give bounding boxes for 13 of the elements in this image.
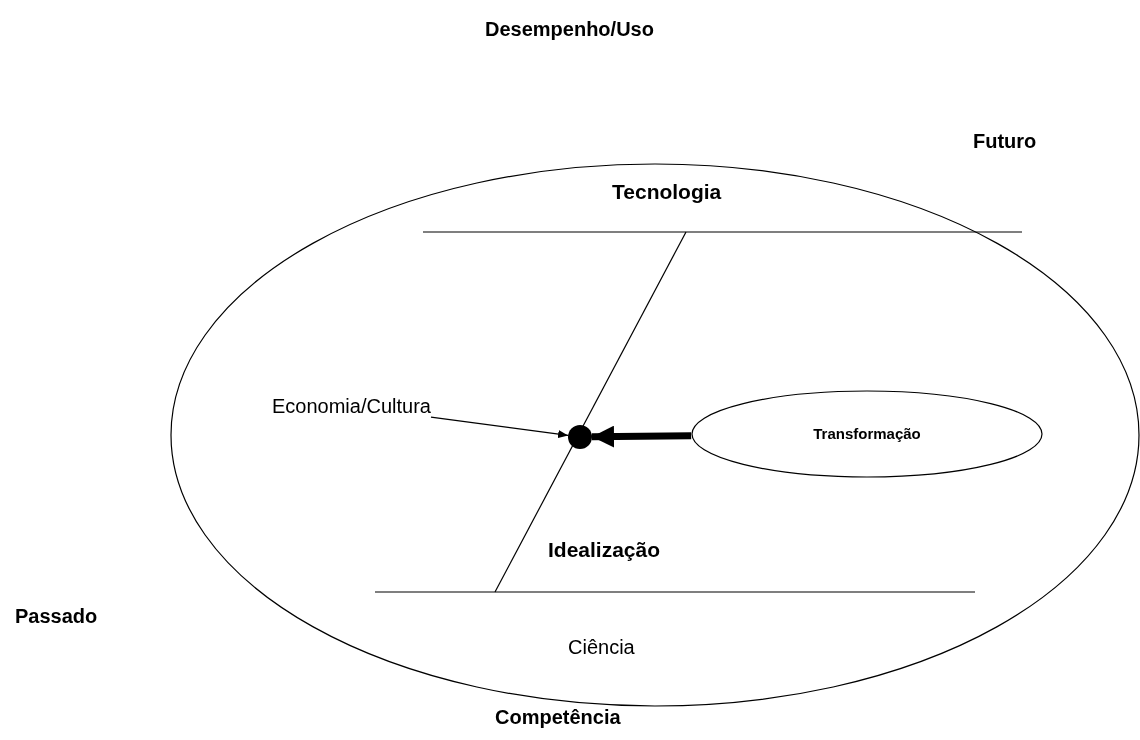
ellipse-label: Transformação — [813, 425, 921, 443]
text-label: Tecnologia — [612, 180, 722, 205]
text-label: Competência — [495, 706, 621, 729]
arrow — [430, 416, 569, 439]
text-label: Futuro — [973, 130, 1037, 153]
text-label: Desempenho/Uso — [485, 18, 654, 41]
text-label: Passado — [15, 605, 98, 628]
text-label: Idealização — [548, 538, 661, 563]
arrow — [591, 425, 692, 448]
node-label: Economia/Cultura — [272, 395, 431, 418]
text-label: Ciência — [568, 636, 635, 659]
junction-dot — [568, 425, 592, 449]
process-ellipse — [691, 390, 1043, 478]
